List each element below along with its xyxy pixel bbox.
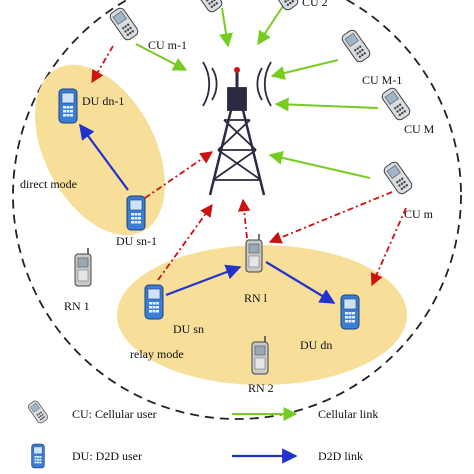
cellular-phone-icon <box>379 85 413 123</box>
d2d-link-direct <box>79 123 129 191</box>
d2d-links <box>79 123 336 304</box>
d2d-phone-icon <box>58 88 78 124</box>
cellular-link-cu-m1 <box>135 43 188 71</box>
label-cu-M: CU M <box>404 122 435 136</box>
label-du-dn1: DU dn-1 <box>82 94 124 108</box>
relay-links <box>91 45 407 287</box>
legend-du-text: DU: D2D user <box>72 449 142 463</box>
relay-phone-icon <box>245 233 263 273</box>
relay-phone-icon <box>74 247 92 287</box>
cellular-link-cu-M1 <box>270 59 339 80</box>
d2d-phone-icon <box>31 443 45 469</box>
cellular-link-cu-2 <box>257 5 284 46</box>
legend-cellular-link-text: Cellular link <box>318 407 378 421</box>
legend: CU: Cellular user Cellular link DU: D2D … <box>26 399 378 469</box>
cell-boundary <box>12 0 462 420</box>
label-cu-M1: CU M-1 <box>362 73 402 87</box>
label-cu-m1: CU m-1 <box>148 38 187 52</box>
legend-cu-text: CU: Cellular user <box>72 407 157 421</box>
d2d-link-source-to-relay <box>165 264 242 297</box>
d2d-link-relay-to-dest <box>265 261 336 304</box>
cellular-link-cu-M <box>274 97 379 112</box>
cellular-phone-icon <box>267 0 301 13</box>
cellular-phone-icon <box>339 27 373 65</box>
d2d-phone-icon <box>144 284 164 320</box>
label-relay-mode: relay mode <box>130 347 184 361</box>
relay-phone-icon <box>251 335 269 375</box>
cellular-link-cu-m <box>268 151 371 179</box>
cellular-phone-icon <box>191 0 225 15</box>
label-cu-m: CU m <box>404 207 434 221</box>
cellular-link-top <box>219 7 233 48</box>
cellular-phone-icon <box>381 159 415 197</box>
label-direct-mode: direct mode <box>20 177 77 191</box>
legend-d2d-link-text: D2D link <box>318 449 363 463</box>
d2d-phone-icon <box>126 195 146 231</box>
base-station-tower-icon <box>202 61 272 196</box>
d2d-phone-icon <box>340 294 360 330</box>
uplink-du-sn <box>157 203 213 281</box>
label-cu-2: CU 2 <box>302 0 328 9</box>
label-rn-1: RN 1 <box>64 299 90 313</box>
label-rn-2: RN 2 <box>248 381 274 395</box>
cellular-links <box>135 5 379 179</box>
cellular-phone-icon <box>26 399 50 425</box>
direct-mode-zone <box>35 64 165 236</box>
label-du-sn: DU sn <box>173 322 204 336</box>
label-du-sn1: DU sn-1 <box>116 234 157 248</box>
label-rn-l: RN l <box>244 291 268 305</box>
uplink-rn-l <box>237 198 251 239</box>
interference-link-cu-m-du <box>370 207 407 287</box>
label-du-dn: DU dn <box>300 338 332 352</box>
cellular-phone-icon <box>107 5 141 43</box>
interference-link-cu-m-rn <box>268 191 393 244</box>
relay-mode-zone <box>117 245 407 385</box>
